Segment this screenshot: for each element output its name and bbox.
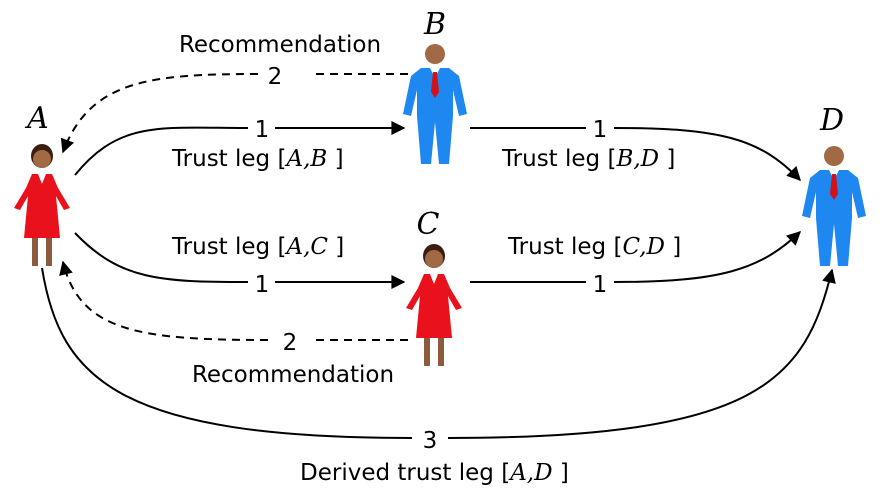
node-c-label: C <box>417 207 440 242</box>
edge-b-d-end <box>613 127 801 182</box>
edge-a-d-number: 3 <box>423 428 438 454</box>
edge-b-a-label: Recommendation <box>179 32 381 58</box>
edge-a-d-label: Derived trust leg [A,D ] <box>300 460 569 486</box>
node-c-woman-figure <box>406 244 462 366</box>
edge-b-a-number: 2 <box>268 64 283 90</box>
node-d-label: D <box>819 103 844 138</box>
edge-a-b-number: 1 <box>255 117 270 143</box>
edge-b-a-rec-end <box>60 73 259 154</box>
edge-c-a-number: 2 <box>283 330 298 356</box>
edge-a-c-number: 1 <box>255 272 270 298</box>
edge-a-b-label: Trust leg [A,B ] <box>171 146 344 172</box>
edge-a-d <box>41 267 413 439</box>
edge-b-d-number: 1 <box>593 117 608 143</box>
edge-c-d-label: Trust leg [C,D ] <box>507 234 681 260</box>
node-b-man-figure <box>403 44 467 164</box>
edge-a-c <box>74 232 249 283</box>
edge-a-c-label: Trust leg [A,C ] <box>171 234 344 260</box>
node-d-man-figure <box>802 146 866 266</box>
edge-a-d-end <box>447 268 836 439</box>
edge-b-d-label: Trust leg [B,D ] <box>501 146 675 172</box>
edge-c-d-number: 1 <box>593 272 608 298</box>
edge-c-a-label: Recommendation <box>192 362 394 388</box>
edge-c-a-rec-end <box>59 260 269 341</box>
node-a-label: A <box>24 101 49 136</box>
edge-a-b <box>74 126 249 176</box>
node-b-label: B <box>423 7 446 42</box>
edge-c-d-end <box>613 231 802 283</box>
node-a-woman-figure <box>14 144 70 266</box>
